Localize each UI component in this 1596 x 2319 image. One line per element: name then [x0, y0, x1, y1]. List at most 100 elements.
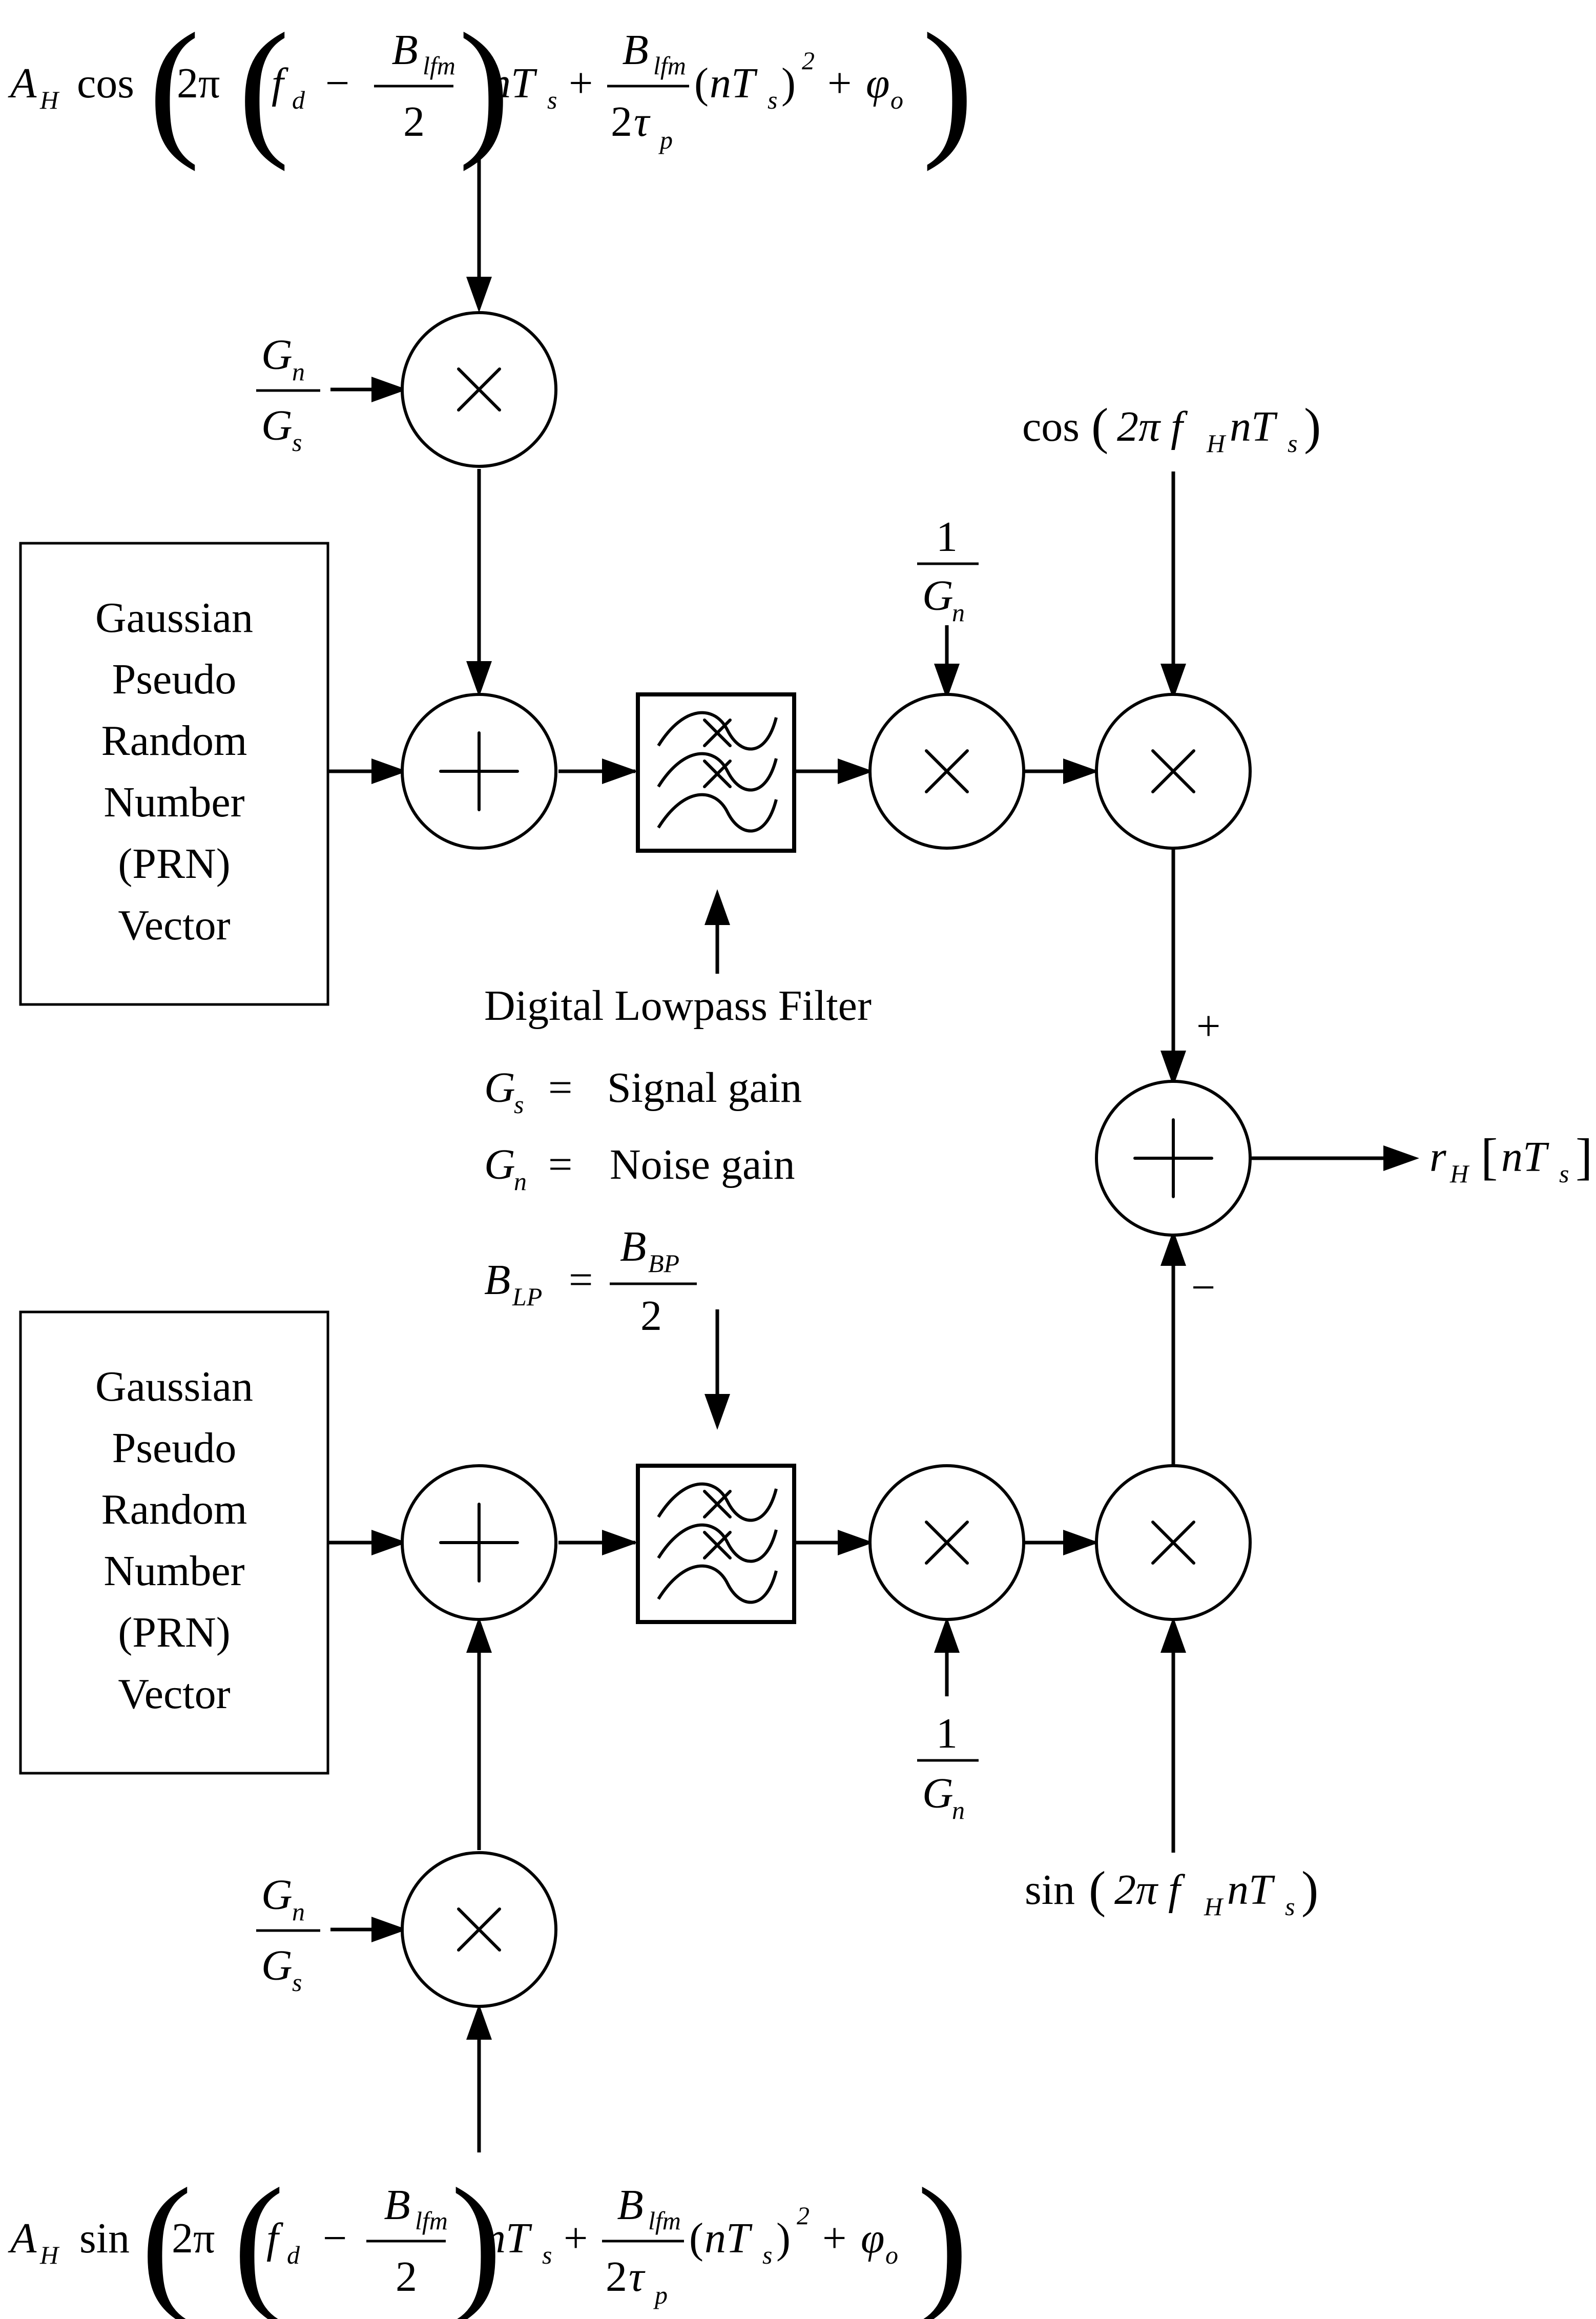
- svg-text:n: n: [514, 1167, 527, 1196]
- prn-line-6: Vector: [118, 1670, 230, 1718]
- svg-text:A: A: [8, 59, 37, 107]
- svg-text:s: s: [1559, 1159, 1569, 1188]
- lowpass-filter-icon: [636, 692, 796, 853]
- svg-text:s: s: [542, 2241, 552, 2269]
- svg-text:(: (: [141, 2157, 192, 2319]
- prn-block-bottom: Gaussian Pseudo Random Number (PRN) Vect…: [19, 1310, 329, 1775]
- svg-text:H: H: [39, 2241, 60, 2269]
- svg-text:n: n: [952, 1796, 965, 1824]
- svg-text:(: (: [1089, 1861, 1106, 1918]
- multiplier-icon: [1095, 693, 1252, 850]
- svg-text:nT: nT: [1501, 1133, 1549, 1181]
- legend-filter-label: Digital Lowpass Filter: [484, 982, 872, 1030]
- svg-text:2: 2: [802, 46, 815, 75]
- svg-text:s: s: [762, 2241, 772, 2269]
- svg-text:BP: BP: [648, 1249, 679, 1278]
- svg-text:B: B: [617, 2181, 643, 2229]
- inverse-noise-gain-bottom: 1 G n: [917, 1710, 979, 1824]
- multiplier-icon: [1095, 1464, 1252, 1621]
- gain-ratio-top: G n G s: [256, 331, 320, 457]
- svg-text:τ: τ: [629, 2253, 646, 2301]
- svg-text:G: G: [922, 1770, 954, 1817]
- svg-text:nT: nT: [1227, 1866, 1275, 1914]
- svg-text:lfm: lfm: [653, 51, 686, 80]
- svg-text:H: H: [1206, 429, 1227, 458]
- svg-text:s: s: [292, 1968, 302, 1997]
- svg-text:p: p: [653, 2281, 668, 2309]
- svg-text:d: d: [292, 86, 305, 114]
- prn-line-5: (PRN): [118, 840, 230, 888]
- svg-text:sin: sin: [79, 2214, 130, 2262]
- svg-text:s: s: [514, 1090, 524, 1119]
- svg-text:+: +: [564, 2214, 588, 2262]
- svg-text:B: B: [391, 26, 418, 74]
- legend: Digital Lowpass Filter G s = Signal gain…: [484, 982, 872, 1340]
- svg-text:H: H: [1449, 1159, 1470, 1188]
- svg-text:r: r: [1429, 1133, 1446, 1181]
- svg-text:A: A: [8, 2214, 37, 2262]
- svg-text:H: H: [39, 86, 60, 114]
- svg-text:+: +: [569, 59, 593, 107]
- svg-text:1: 1: [936, 513, 958, 561]
- svg-text:cos: cos: [77, 59, 134, 107]
- top-input-signal-expression: A H cos ( 2π ( f d − B lfm 2 ) nT s + B …: [8, 2, 973, 172]
- svg-text:]: ]: [1576, 1128, 1592, 1185]
- svg-text:lfm: lfm: [423, 51, 455, 80]
- prn-line-1: Gaussian: [95, 1363, 253, 1410]
- svg-text:φ: φ: [866, 59, 889, 107]
- svg-text:): ): [922, 2, 973, 172]
- svg-text:G: G: [261, 1871, 293, 1919]
- svg-text:2: 2: [640, 1292, 662, 1340]
- svg-text:): ): [451, 2157, 502, 2319]
- svg-text:nT: nT: [710, 59, 758, 107]
- prn-line-1: Gaussian: [95, 594, 253, 642]
- svg-text:G: G: [261, 402, 293, 449]
- legend-noise-gain: Noise gain: [610, 1141, 795, 1188]
- carrier-sin-label: sin ( 2π f H nT s ): [1025, 1861, 1318, 1921]
- svg-text:2: 2: [403, 98, 425, 146]
- svg-text:LP: LP: [512, 1282, 542, 1311]
- prn-line-4: Number: [103, 1547, 244, 1595]
- svg-text:B: B: [384, 2181, 410, 2229]
- bottom-input-signal-expression: A H sin ( 2π ( f d − B lfm 2 ) nT s + B …: [8, 2157, 968, 2319]
- svg-text:+: +: [827, 59, 852, 107]
- prn-line-3: Random: [101, 717, 247, 765]
- arrow-icon: [371, 277, 1419, 2040]
- svg-text:o: o: [890, 86, 903, 114]
- svg-text:n: n: [292, 357, 305, 386]
- svg-text:): ): [781, 59, 796, 107]
- multiplier-icon: [868, 693, 1025, 850]
- svg-text:−: −: [323, 2214, 347, 2262]
- svg-text:+: +: [822, 2214, 846, 2262]
- svg-text:G: G: [261, 1942, 293, 1989]
- svg-text:n: n: [952, 598, 965, 627]
- adder-icon: [401, 693, 557, 850]
- prn-line-2: Pseudo: [112, 655, 237, 703]
- lowpass-filter-icon: [636, 1464, 796, 1624]
- svg-text:2: 2: [611, 98, 632, 146]
- inverse-noise-gain-top: 1 G n: [917, 513, 979, 627]
- prn-line-2: Pseudo: [112, 1424, 237, 1472]
- svg-text:(: (: [149, 2, 200, 172]
- prn-line-3: Random: [101, 1486, 247, 1533]
- svg-text:s: s: [292, 428, 302, 457]
- svg-text:nT: nT: [484, 2214, 532, 2262]
- svg-text:s: s: [547, 86, 557, 114]
- svg-text:G: G: [484, 1064, 515, 1112]
- svg-text:d: d: [287, 2241, 300, 2269]
- svg-text:2π: 2π: [172, 2214, 215, 2262]
- svg-text:(: (: [233, 2157, 284, 2319]
- adder-icon: [1095, 1080, 1252, 1237]
- svg-text:G: G: [484, 1141, 515, 1188]
- prn-block-top: Gaussian Pseudo Random Number (PRN) Vect…: [19, 542, 329, 1006]
- svg-text:): ): [776, 2214, 791, 2262]
- svg-text:nT: nT: [489, 59, 537, 107]
- svg-text:): ): [1304, 398, 1321, 455]
- svg-text:nT: nT: [704, 2214, 753, 2262]
- svg-text:1: 1: [936, 1710, 958, 1757]
- svg-text:2π f: 2π f: [1117, 403, 1188, 450]
- svg-text:=: =: [548, 1064, 572, 1112]
- svg-text:s: s: [1288, 429, 1297, 458]
- svg-text:−: −: [325, 59, 349, 107]
